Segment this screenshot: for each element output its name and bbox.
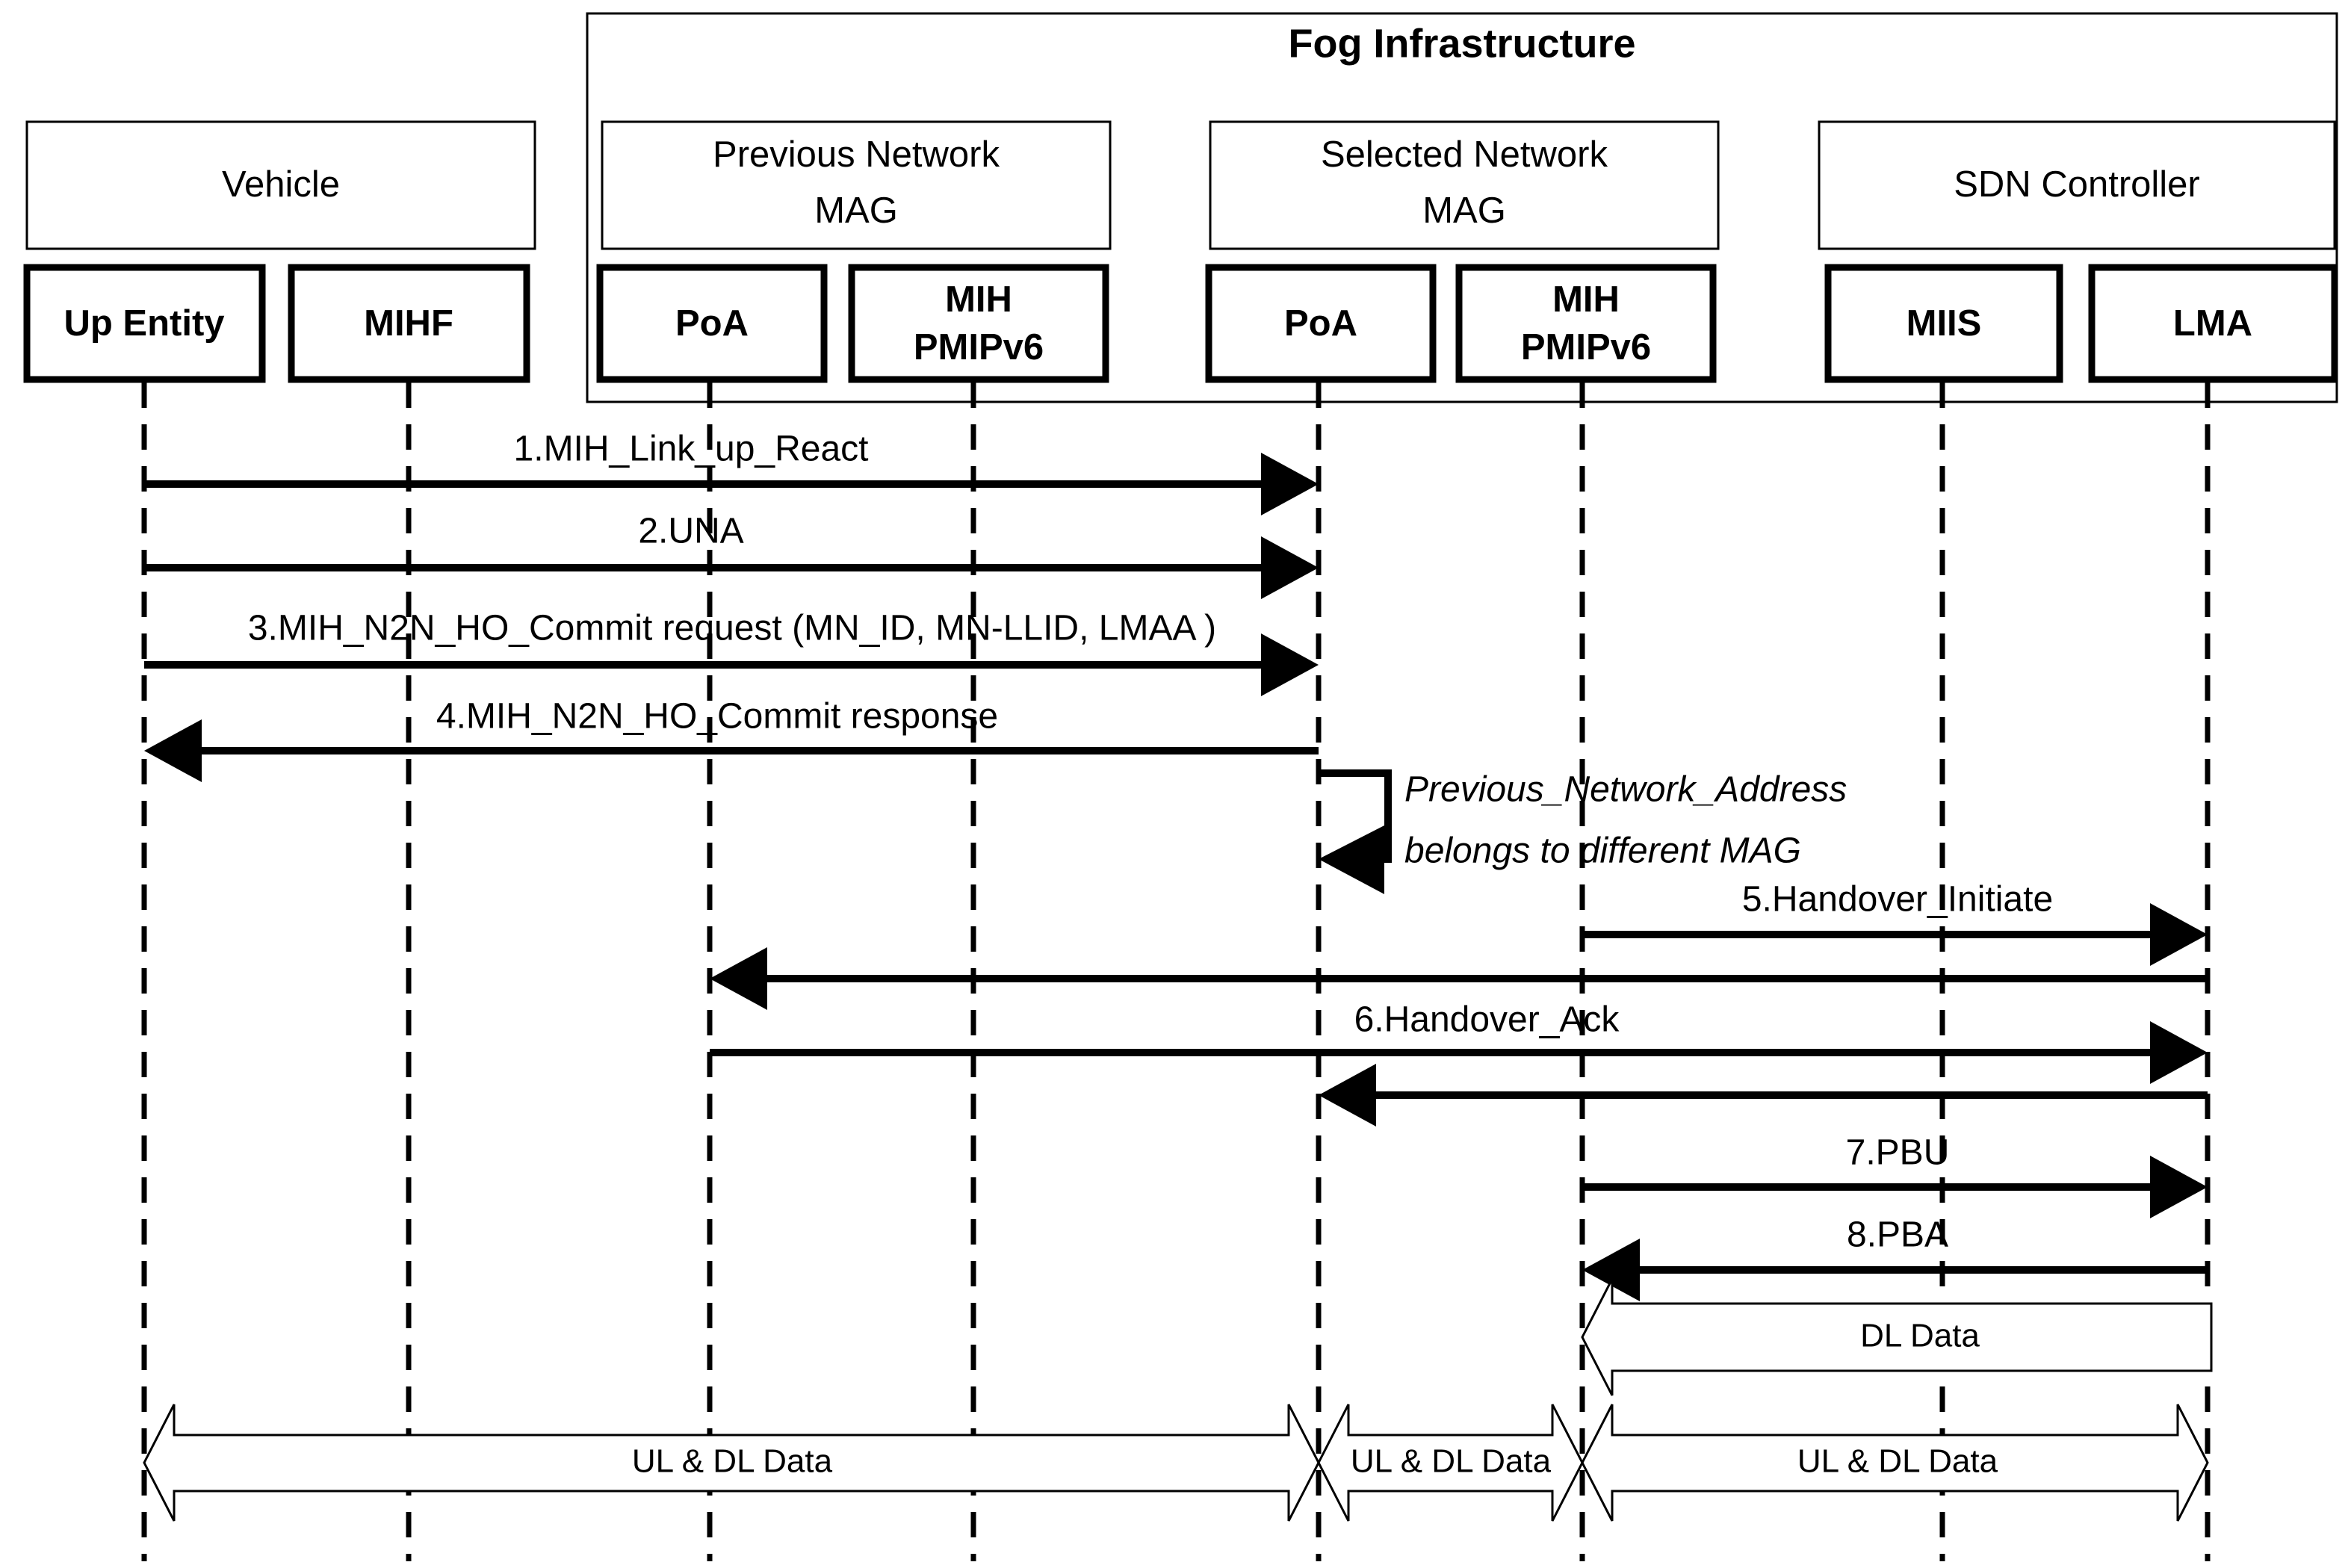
ul-dl-data-flow-mid[interactable]: UL & DL Data bbox=[1317, 1404, 1584, 1522]
entity-label-previous-mih: MIH bbox=[945, 279, 1012, 320]
self-message-arrowhead bbox=[1319, 825, 1384, 894]
dl-data-arrow-shape bbox=[1581, 1278, 2213, 1396]
message-2-arrowhead bbox=[1261, 536, 1319, 599]
entity-label-selected-poa: PoA bbox=[1284, 303, 1357, 344]
entity-box-previous-mih-pmipv6[interactable] bbox=[848, 264, 1109, 383]
message-5-return[interactable] bbox=[710, 947, 2208, 1010]
message-8[interactable]: 8.PBA bbox=[1582, 1215, 2208, 1301]
message-3-label: 3.MIH_N2N_HO_Commit request (MN_ID, MN-L… bbox=[248, 609, 1216, 648]
message-4-label: 4.MIH_N2N_HO_Commit response bbox=[436, 697, 998, 737]
dl-data-label: DL Data bbox=[1860, 1318, 1980, 1354]
message-2[interactable]: 2.UNA bbox=[144, 512, 1319, 599]
message-4[interactable]: 4.MIH_N2N_HO_Commit response bbox=[144, 697, 1319, 782]
message-3-arrowhead bbox=[1261, 633, 1319, 696]
ul-dl-data-right-arrow-shape bbox=[1581, 1404, 2209, 1522]
message-5-label: 5.Handover_Initiate bbox=[1742, 880, 2053, 920]
entity-label-selected-pmipv6: PMIPv6 bbox=[1521, 327, 1651, 368]
entity-box-selected-mih-pmipv6[interactable] bbox=[1455, 264, 1717, 383]
self-message-note-line1: Previous_Network_Address bbox=[1404, 770, 1847, 810]
message-8-label: 8.PBA bbox=[1847, 1215, 1948, 1255]
message-3[interactable]: 3.MIH_N2N_HO_Commit request (MN_ID, MN-L… bbox=[144, 609, 1319, 696]
message-7-label: 7.PBU bbox=[1846, 1133, 1950, 1173]
group-label-previous-network-mag-line1: Previous Network bbox=[713, 134, 1000, 175]
group-label-selected-network-mag-line2: MAG bbox=[1422, 190, 1506, 231]
group-label-vehicle: Vehicle bbox=[222, 164, 340, 205]
entity-box-mihf[interactable] bbox=[288, 264, 530, 383]
message-7-arrowhead bbox=[2150, 1156, 2208, 1218]
message-6-return-arrowhead bbox=[1319, 1064, 1376, 1127]
message-5-return-arrowhead bbox=[710, 947, 767, 1010]
message-6-return[interactable] bbox=[1319, 1064, 2208, 1127]
group-label-sdn-controller: SDN Controller bbox=[1954, 164, 2199, 205]
group-box-sdn-controller bbox=[1818, 120, 2336, 250]
message-6-arrowhead bbox=[2150, 1021, 2208, 1084]
entity-box-up-entity[interactable] bbox=[23, 264, 266, 383]
group-box-vehicle bbox=[25, 120, 536, 250]
message-1-arrowhead bbox=[1261, 453, 1319, 515]
entity-label-mihf: MIHF bbox=[364, 303, 453, 344]
entity-label-previous-pmipv6: PMIPv6 bbox=[914, 327, 1044, 368]
message-4-arrowhead bbox=[144, 719, 202, 782]
entity-box-previous-poa[interactable] bbox=[596, 264, 828, 383]
dl-data-flow[interactable]: DL Data bbox=[1581, 1278, 2213, 1396]
ul-dl-data-left-label: UL & DL Data bbox=[632, 1443, 833, 1480]
message-5-arrowhead bbox=[2150, 903, 2208, 966]
entity-label-lma: LMA bbox=[2173, 303, 2252, 344]
self-message-selected-poa[interactable] bbox=[1319, 769, 1392, 894]
message-6-label: 6.Handover_Ack bbox=[1354, 1000, 1620, 1040]
ul-dl-data-flow-left[interactable]: UL & DL Data bbox=[143, 1404, 1320, 1522]
fog-infrastructure-title: Fog Infrastructure bbox=[1288, 21, 1635, 66]
message-1[interactable]: 1.MIH_Link_up_React bbox=[144, 430, 1319, 515]
group-label-selected-network-mag-line1: Selected Network bbox=[1321, 134, 1608, 175]
entity-label-up-entity: Up Entity bbox=[64, 303, 224, 344]
entity-box-miis[interactable] bbox=[1824, 264, 2063, 383]
entity-label-selected-mih: MIH bbox=[1552, 279, 1620, 320]
message-6[interactable]: 6.Handover_Ack bbox=[710, 1000, 2208, 1084]
self-message-note-line2: belongs to different MAG bbox=[1404, 831, 1801, 871]
entity-box-selected-poa[interactable] bbox=[1205, 264, 1437, 383]
message-5[interactable]: 5.Handover_Initiate bbox=[1582, 880, 2208, 966]
entity-label-previous-poa: PoA bbox=[675, 303, 749, 344]
ul-dl-data-right-label: UL & DL Data bbox=[1797, 1443, 1998, 1480]
group-box-selected-network-mag bbox=[1209, 120, 1720, 250]
message-2-label: 2.UNA bbox=[638, 512, 743, 551]
ul-dl-data-mid-label: UL & DL Data bbox=[1351, 1443, 1552, 1480]
group-label-previous-network-mag-line2: MAG bbox=[814, 190, 898, 231]
entity-box-lma[interactable] bbox=[2088, 264, 2338, 383]
group-box-previous-network-mag bbox=[601, 120, 1112, 250]
entity-label-miis: MIIS bbox=[1906, 303, 1982, 344]
ul-dl-data-flow-right[interactable]: UL & DL Data bbox=[1581, 1404, 2209, 1522]
message-1-label: 1.MIH_Link_up_React bbox=[514, 430, 869, 469]
message-8-arrowhead bbox=[1582, 1239, 1640, 1301]
message-7[interactable]: 7.PBU bbox=[1582, 1133, 2208, 1218]
